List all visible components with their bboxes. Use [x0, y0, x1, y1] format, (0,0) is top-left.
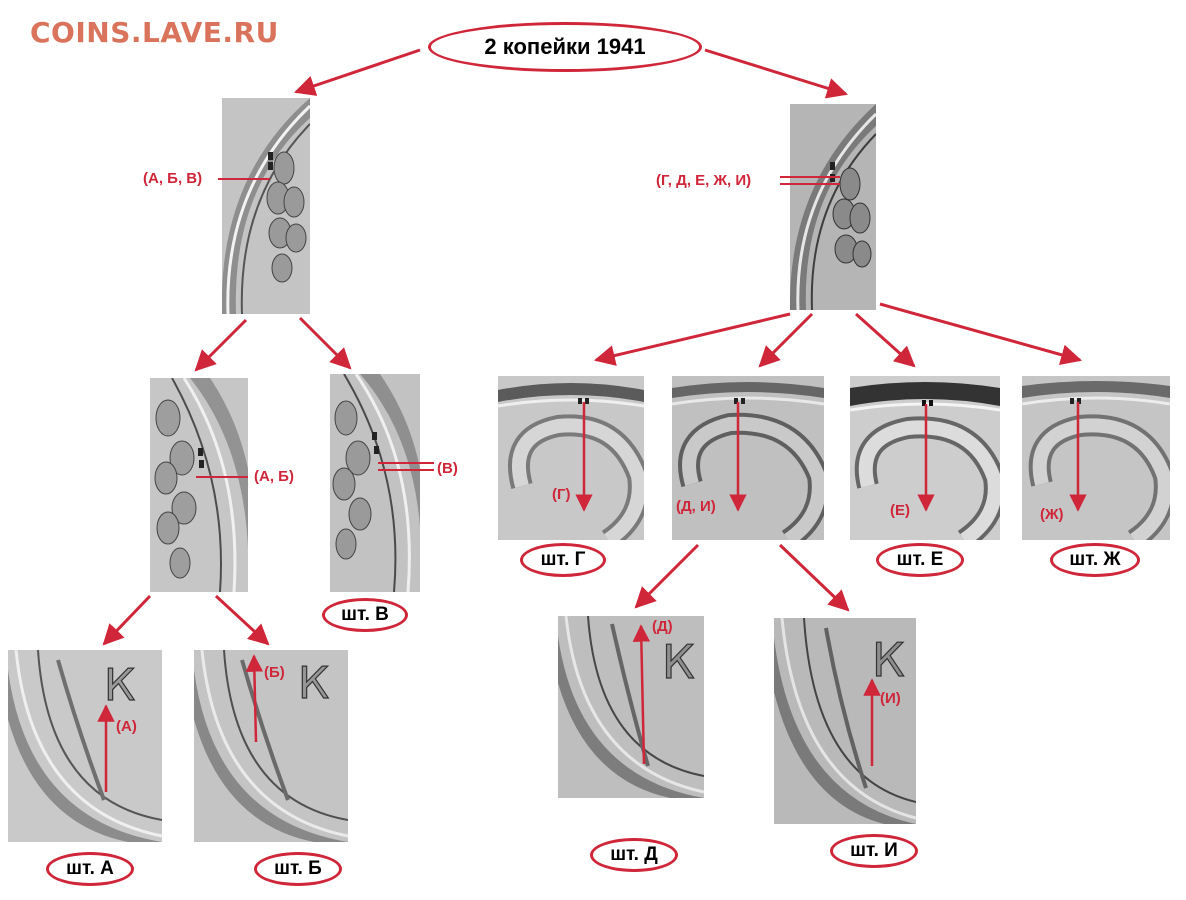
coin-crop-b: К [194, 650, 348, 842]
arrow-r-g [593, 312, 791, 366]
arrow-r-di [758, 312, 814, 368]
callout-e: (Е) [890, 502, 910, 519]
arrow-r-e [854, 312, 916, 368]
arrow-title-right [704, 48, 849, 99]
callout-v: (В) [437, 460, 458, 477]
arrow-ab-b [214, 594, 270, 646]
stamp-label-e: шт. Е [876, 543, 964, 577]
watermark: COINS.LAVE.RU [30, 16, 279, 49]
stamp-label-v: шт. В [322, 598, 408, 632]
arrow-l-v [298, 316, 352, 370]
letter-k-i: К [872, 633, 905, 687]
coin-crop-right [790, 104, 876, 310]
coin-crop-left [222, 98, 310, 314]
callout-line-abv [218, 178, 270, 180]
stamp-label-d: шт. Д [590, 838, 678, 872]
stamp-label-b: шт. Б [254, 852, 342, 886]
callout-i: (И) [880, 690, 901, 707]
arrow-ab-a [102, 594, 152, 646]
stamp-label-i: шт. И [830, 834, 918, 868]
coin-crop-g [498, 376, 644, 540]
callout-ab: (А, Б) [254, 468, 294, 485]
callout-b: (Б) [264, 664, 285, 681]
callout-zh: (Ж) [1040, 506, 1064, 523]
callout-abv: (А, Б, В) [143, 170, 203, 187]
coin-crop-zh [1022, 376, 1170, 540]
letter-k-d: К [662, 635, 695, 689]
arrow-r-zh [879, 302, 1083, 366]
letter-k-a: К [104, 660, 135, 711]
stamp-label-zh: шт. Ж [1050, 543, 1140, 577]
callout-line-v [378, 462, 434, 471]
callout-line-gdezhi [780, 176, 840, 185]
callout-d: (Д) [652, 618, 673, 635]
coin-crop-v [330, 374, 420, 592]
callout-line-ab [196, 476, 248, 478]
diagram-title: 2 копейки 1941 [428, 22, 702, 72]
callout-a: (А) [116, 718, 137, 735]
callout-di: (Д, И) [676, 498, 716, 515]
callout-gdezhi: (Г, Д, Е, Ж, И) [656, 172, 752, 189]
callout-g: (Г) [552, 486, 571, 503]
arrow-title-left [294, 48, 421, 96]
arrow-di-i [778, 543, 850, 612]
arrow-l-ab [194, 318, 248, 372]
stamp-label-a: шт. А [46, 852, 134, 886]
letter-k-b: К [298, 658, 329, 709]
coin-crop-i: К [774, 618, 916, 824]
coin-crop-ab [150, 378, 248, 592]
coin-crop-a: К [8, 650, 162, 842]
arrow-di-d [634, 543, 700, 609]
coin-crop-d: К [558, 616, 704, 798]
stamp-label-g: шт. Г [520, 543, 606, 577]
coin-crop-e [850, 376, 1000, 540]
coin-crop-di [672, 376, 824, 540]
